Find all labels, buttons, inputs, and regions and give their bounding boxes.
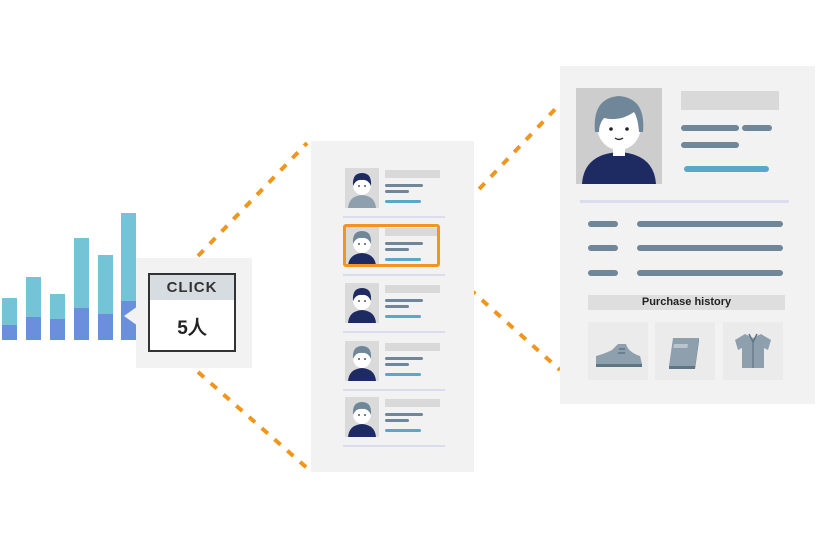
profile-link-line [684,166,769,172]
user-text-line [385,363,409,366]
user-text-line [385,285,440,293]
book-icon [669,338,699,369]
profile-photo [576,88,662,184]
profile-text-line [681,142,739,148]
chart-bar-lower [26,316,41,340]
profile-divider [580,200,789,203]
selected-user-highlight[interactable] [343,224,440,267]
chart-bar-lower [98,313,113,340]
user-text-line [385,399,440,407]
purchase-item-shirt [723,322,783,380]
user-list-panel [311,141,474,472]
chart-bar-upper [74,237,89,309]
chart-bar [2,298,17,340]
chart-bar [98,254,113,340]
shirt-icon [735,333,771,368]
list-divider [343,445,445,447]
list-divider [343,331,445,333]
profile-text-line [742,125,772,131]
user-list-item[interactable] [345,226,445,286]
user-text-line [385,258,421,261]
detail-value-line [637,245,783,251]
user-avatar-icon [345,283,379,323]
user-text-line [385,248,409,251]
user-text-line [385,429,421,432]
profile-text-line [681,125,739,131]
user-avatar-icon [345,168,379,208]
purchase-item-book [655,322,715,380]
user-avatar-icon [345,341,379,381]
chart-bar [50,293,65,340]
person-avatar-icon [582,96,656,184]
pointer-arrow-icon [124,306,138,326]
chart-bar-lower [74,308,89,340]
click-counter: CLICK 5人 [148,273,236,352]
user-text-line [385,305,409,308]
user-avatar-icon [345,397,379,437]
list-divider [343,216,445,218]
chart-bar-upper [50,293,65,320]
user-text-line [385,373,421,376]
user-text-line [385,242,423,245]
user-list-item[interactable] [345,168,445,228]
connector-bottom-left [196,370,309,470]
chart-bar [26,277,41,340]
detail-value-line [637,270,783,276]
sneaker-icon [596,344,642,367]
detail-label-line [588,221,618,227]
chart-bar-upper [121,212,136,301]
detail-label-line [588,270,618,276]
detail-value-line [637,221,783,227]
profile-name-placeholder [681,91,779,110]
connector-top-left [196,141,309,258]
chart-bar-lower [2,324,17,340]
click-header: CLICK [150,275,234,300]
click-count: 5人 [177,318,207,339]
list-divider [343,389,445,391]
bar-chart [0,200,140,342]
user-text-line [385,299,423,302]
purchase-item-sneaker [588,322,648,380]
list-divider [343,274,445,276]
user-text-line [385,315,421,318]
user-avatar-icon [345,226,379,266]
purchase-history-label: Purchase history [588,295,785,310]
connector-top-right [442,102,562,228]
user-text-line [385,190,409,193]
user-text-line [385,343,440,351]
user-text-line [385,170,440,178]
user-list-item[interactable] [345,397,445,457]
user-text-line [385,200,421,203]
chart-bar-upper [98,254,113,314]
user-text-line [385,357,423,360]
chart-bar-upper [26,277,41,317]
chart-bar [74,237,89,340]
detail-label-line [588,245,618,251]
user-text-line [385,184,423,187]
chart-bar-lower [50,319,65,340]
user-list-item[interactable] [345,283,445,343]
user-text-line [385,419,409,422]
user-text-line [385,228,440,236]
user-list-item[interactable] [345,341,445,401]
user-text-line [385,413,423,416]
chart-bar-upper [2,298,17,325]
